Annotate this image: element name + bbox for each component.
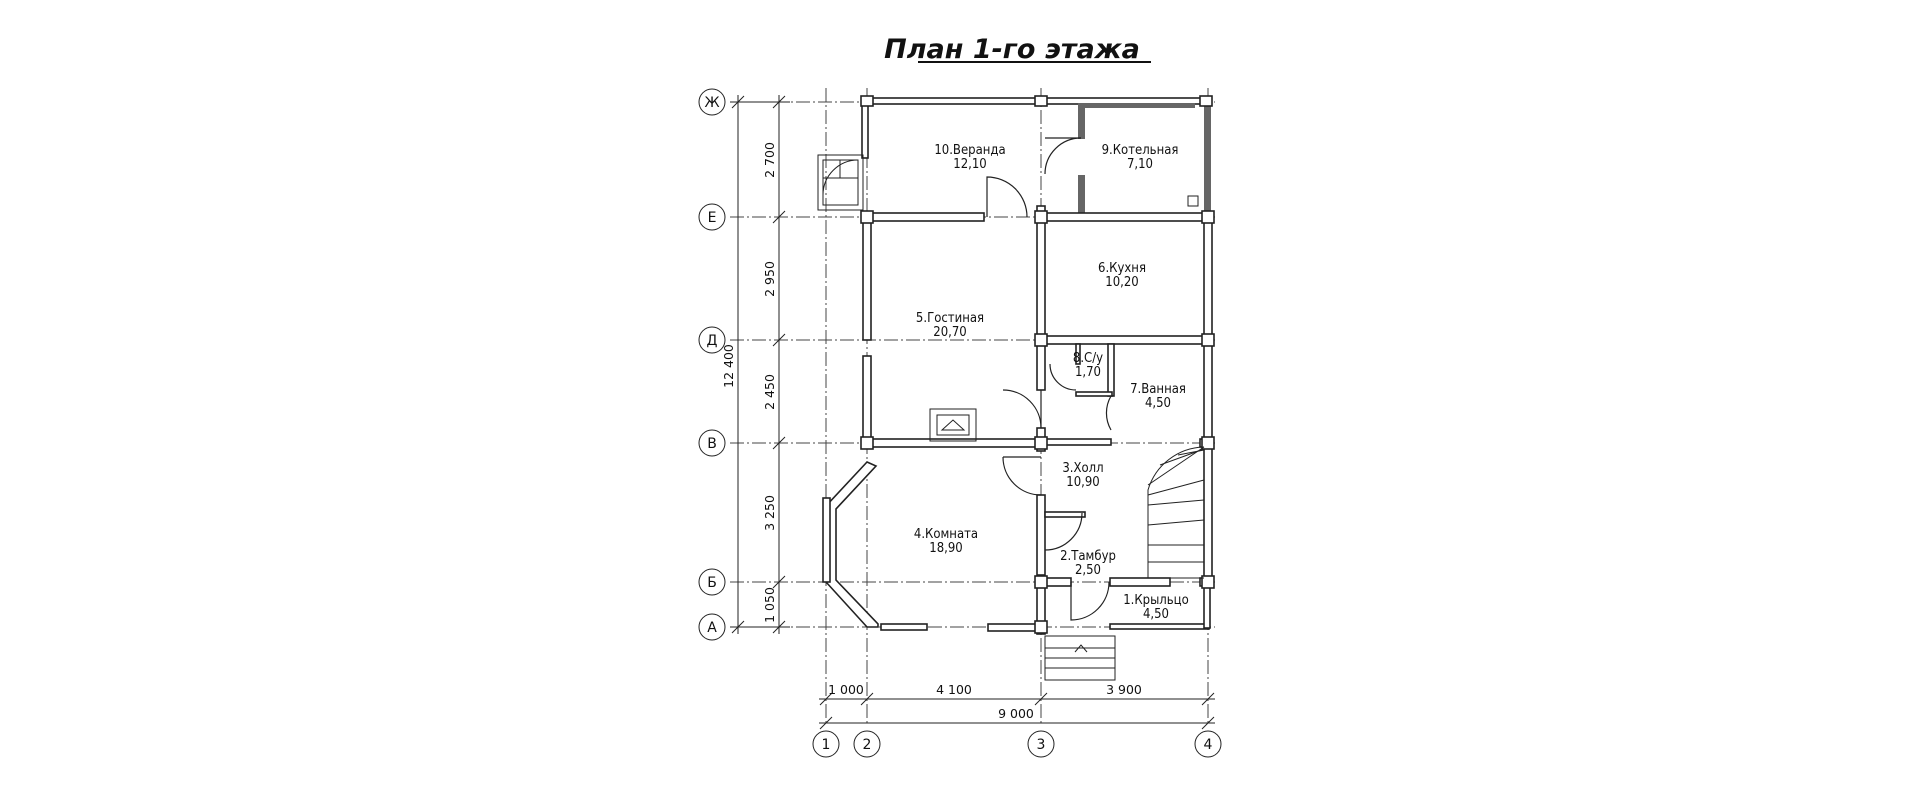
svg-text:А: А	[707, 620, 717, 636]
axis-marker-v	[698, 429, 726, 457]
axis-marker-1	[812, 730, 840, 758]
dim-h-3: 3 900	[1106, 682, 1142, 697]
plan-title: План 1-го этажа	[884, 34, 1140, 65]
dim-v-total: 12 400	[721, 344, 736, 388]
dim-h-total: 9 000	[998, 706, 1034, 721]
veranda-stair	[817, 154, 864, 211]
room-name-kitchen: 6.Кухня	[1098, 261, 1146, 276]
boiler-icon	[1187, 195, 1199, 207]
room-name-veranda: 10.Веранда	[934, 143, 1005, 158]
dim-v-5: 1 050	[762, 587, 777, 623]
room-area-hall: 10,90	[1066, 475, 1099, 490]
axis-marker-2	[853, 730, 881, 758]
hall-staircase	[1147, 446, 1205, 579]
svg-text:Д: Д	[707, 333, 718, 349]
svg-text:В: В	[707, 436, 717, 452]
room-area-wc: 1,70	[1075, 365, 1101, 380]
room-area-veranda: 12,10	[953, 157, 986, 172]
axis-marker-a	[698, 613, 726, 641]
walls	[822, 95, 1215, 635]
axis-marker-d	[698, 326, 726, 354]
row-axis-markers: Ж Е Д В Б А	[698, 88, 726, 641]
room-area-room: 18,90	[929, 541, 962, 556]
axis-marker-e	[698, 203, 726, 231]
room-name-bath: 7.Ванная	[1130, 382, 1186, 397]
svg-text:1: 1	[822, 737, 831, 753]
svg-text:Б: Б	[707, 575, 717, 591]
dim-h-2: 4 100	[936, 682, 972, 697]
doors	[986, 137, 1112, 621]
vertical-dimensions: 2 700 2 950 2 450 3 250 1 050 12 400	[721, 95, 790, 634]
column-axis-markers: 1 2 3 4	[812, 730, 1222, 758]
horizontal-dimensions: 1 000 4 100 3 900 9 000	[819, 682, 1215, 730]
room-name-hall: 3.Холл	[1062, 461, 1103, 476]
room-area-kitchen: 10,20	[1105, 275, 1138, 290]
axis-marker-4	[1194, 730, 1222, 758]
fireplace-icon	[929, 408, 977, 442]
svg-text:4: 4	[1204, 737, 1213, 753]
svg-text:3: 3	[1037, 737, 1046, 753]
svg-text:2: 2	[863, 737, 872, 753]
dim-v-3: 2 450	[762, 374, 777, 410]
room-area-porch: 4,50	[1143, 607, 1169, 622]
room-name-porch: 1.Крыльцо	[1123, 593, 1189, 608]
svg-text:Ж: Ж	[704, 95, 719, 111]
room-area-boiler: 7,10	[1127, 157, 1153, 172]
room-labels: 10.Веранда 12,10 9.Котельная 7,10 6.Кухн…	[914, 143, 1189, 622]
dim-v-1: 2 700	[762, 142, 777, 178]
room-name-living: 5.Гостиная	[916, 311, 984, 326]
room-name-boiler: 9.Котельная	[1102, 143, 1179, 158]
entrance-steps	[1044, 635, 1116, 681]
axis-marker-zh	[698, 88, 726, 116]
axis-marker-b	[698, 568, 726, 596]
room-name-room: 4.Комната	[914, 527, 978, 542]
room-area-tambur: 2,50	[1075, 563, 1101, 578]
dim-h-1: 1 000	[828, 682, 864, 697]
room-area-bath: 4,50	[1145, 396, 1171, 411]
room-name-wc: 8.С/у	[1073, 351, 1103, 366]
dim-v-4: 3 250	[762, 495, 777, 531]
room-area-living: 20,70	[933, 325, 966, 340]
axis-marker-3	[1027, 730, 1055, 758]
dim-v-2: 2 950	[762, 261, 777, 297]
room-name-tambur: 2.Тамбур	[1060, 549, 1116, 564]
svg-text:Е: Е	[708, 210, 717, 226]
